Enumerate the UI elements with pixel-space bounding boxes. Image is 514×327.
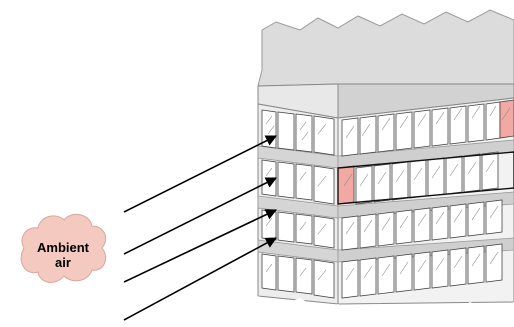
arrow-4: [124, 238, 276, 320]
arrow-3: [124, 210, 276, 282]
building: [258, 10, 514, 327]
ambient-air-label-line2: air: [55, 255, 71, 270]
airflow-arrows: [124, 136, 276, 320]
arrow-1: [124, 136, 276, 212]
ambient-air-cloud: Ambient air: [21, 214, 106, 282]
building-roof: [258, 10, 514, 86]
ambient-air-label-line1: Ambient: [37, 240, 90, 255]
highlighted-window-left: [338, 166, 354, 204]
highlighted-window-right: [500, 100, 514, 138]
arrow-2: [124, 178, 276, 254]
